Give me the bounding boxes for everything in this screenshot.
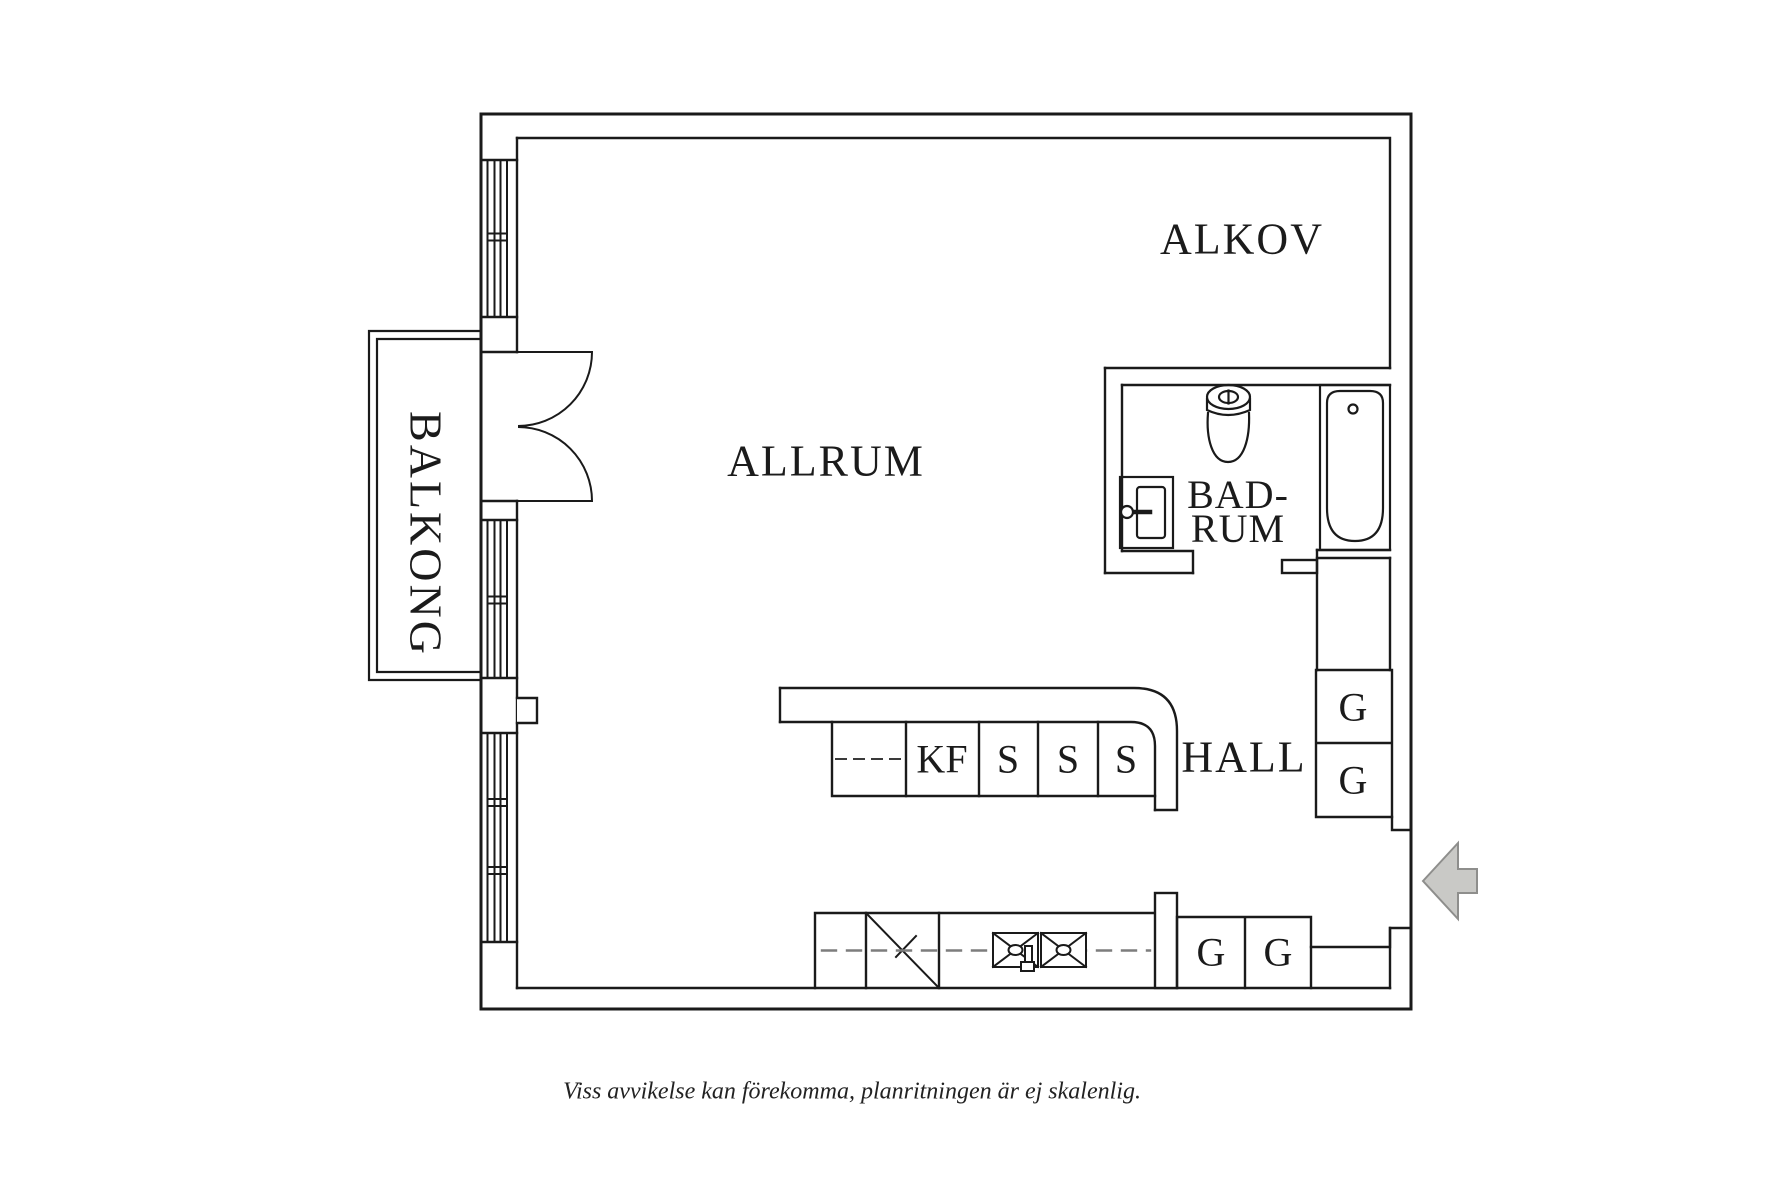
washbasin-icon [1118,475,1175,550]
unit-label-wardrobe-hall-2: G [1338,757,1368,803]
room-label-hall: HALL [1181,732,1307,782]
room-label-allrum: ALLRUM [727,436,925,486]
storage-units [1153,668,1394,990]
bathroom [1103,366,1392,672]
windows [486,159,508,943]
room-label-balkong: BALKONG [400,411,452,657]
toilet-icon [1205,383,1252,464]
entry-bench [1309,926,1392,949]
disclaimer-note: Viss avvikelse kan förekomma, planritnin… [563,1078,1141,1105]
outer-wall [479,112,1413,1011]
unit-label-cabinet-3: S [1114,736,1138,782]
door-leaf-upper [517,351,594,427]
wardrobes-hall [1314,668,1394,819]
badrum-line2: RUM [1190,506,1286,551]
bathtub-icon [1318,383,1392,552]
balcony-railing [367,329,481,682]
door-leaf-lower [517,426,594,502]
window-middle [486,519,508,679]
kitchen-lower-counter [813,911,1157,990]
unit-label-cabinet-2: S [1056,736,1080,782]
unit-label-wardrobe-entry-2: G [1263,929,1293,975]
kitchen-upper-counter [778,686,1179,812]
window-top [486,159,508,318]
balcony-door [517,351,594,502]
badrum-line1: BAD- [1187,472,1289,517]
faucet-icon [1020,945,1035,972]
unit-label-wardrobe-entry-1: G [1196,929,1226,975]
room-label-alkov: ALKOV [1160,214,1324,264]
entry-arrow-icon [1421,840,1478,922]
wall-pilaster [515,696,539,725]
room-label-badrum: BAD- RUM [1187,472,1289,551]
double-sink-icon [991,931,1088,972]
walls [479,112,1413,1011]
unit-label-wardrobe-hall-1: G [1338,684,1368,730]
wall-stub [1153,891,1179,990]
unit-label-fridge-freezer: KF [916,736,968,782]
window-bottom [486,732,508,943]
wardrobes-entry [1175,915,1313,990]
unit-label-cabinet-1: S [996,736,1020,782]
